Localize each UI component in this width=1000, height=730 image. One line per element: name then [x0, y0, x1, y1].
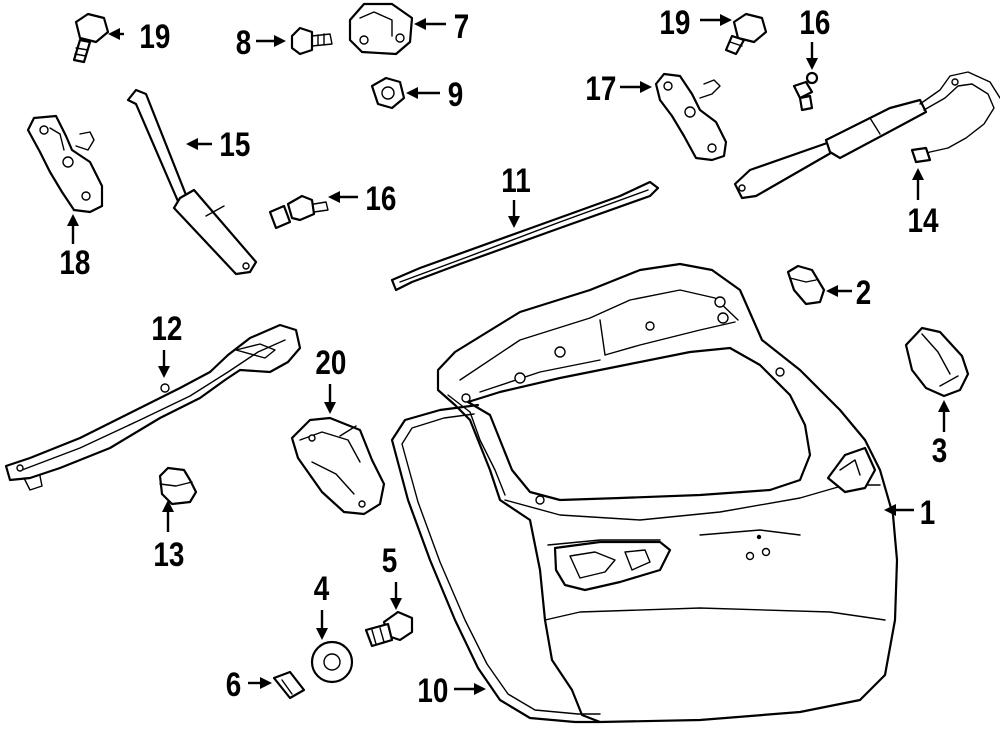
callouts: 19 8 7 9 15 16 18 19 16 17 14 11 2 3 12 20 1 13 5 4 6 10 — [59, 3, 950, 710]
callout-label: 12 — [151, 309, 182, 347]
callout-label: 19 — [659, 3, 690, 41]
part-19-screw-right[interactable] — [724, 12, 768, 56]
part-16-stud-left[interactable] — [268, 194, 329, 230]
part-7-bracket[interactable] — [348, 2, 414, 56]
callout-arrowhead — [508, 216, 520, 228]
callout-arrowhead — [108, 28, 120, 40]
callout-label: 2 — [856, 273, 872, 311]
callout-8: 8 — [236, 23, 286, 62]
callout-label: 13 — [153, 535, 184, 573]
callout-arrowhead — [912, 168, 924, 180]
callout-7: 7 — [414, 7, 470, 46]
callout-14: 14 — [907, 168, 939, 240]
part-16-stud-right[interactable] — [792, 71, 819, 112]
callout-arrowhead — [414, 18, 426, 30]
callout-arrowhead — [406, 87, 418, 99]
callout-arrowhead — [67, 214, 79, 226]
callout-arrowhead — [260, 677, 272, 689]
callout-label: 9 — [448, 75, 464, 113]
callout-10: 10 — [417, 671, 486, 710]
callout-4: 4 — [314, 569, 330, 640]
callout-arrowhead — [274, 35, 286, 47]
part-3-sensor[interactable] — [904, 326, 970, 398]
callout-arrowhead — [826, 285, 838, 297]
part-9-nut[interactable] — [370, 76, 406, 110]
part-12-bracket[interactable] — [4, 323, 302, 491]
callout-11: 11 — [501, 161, 531, 228]
part-13-bumper[interactable] — [158, 466, 198, 506]
callout-label: 19 — [139, 17, 170, 55]
callout-12: 12 — [151, 309, 182, 378]
callout-label: 14 — [907, 201, 939, 239]
callout-arrowhead — [806, 58, 818, 70]
part-1-liftgate[interactable] — [436, 262, 899, 724]
part-2-switch[interactable] — [786, 264, 826, 306]
part-15-strut[interactable] — [126, 88, 258, 276]
callout-arrowhead — [884, 504, 896, 516]
callout-label: 7 — [454, 7, 470, 45]
callout-6: 6 — [226, 665, 272, 704]
callout-label: 18 — [59, 243, 90, 281]
callout-arrowhead — [474, 683, 486, 695]
part-8-bolt[interactable] — [290, 26, 333, 56]
part-14-power-strut[interactable] — [733, 71, 1000, 200]
callout-arrowhead — [324, 402, 336, 414]
callout-label: 6 — [226, 665, 242, 703]
callout-9: 9 — [406, 75, 464, 114]
callout-5: 5 — [382, 541, 402, 610]
callout-label: 3 — [932, 431, 948, 469]
callout-arrowhead — [390, 598, 402, 610]
callout-label: 16 — [799, 3, 830, 41]
callout-1: 1 — [884, 493, 936, 532]
callout-label: 4 — [314, 569, 330, 607]
part-5-bolt[interactable] — [364, 610, 414, 648]
callout-20: 20 — [315, 343, 346, 414]
callout-label: 8 — [236, 23, 252, 61]
callout-arrowhead — [640, 81, 652, 93]
callout-16: 16 — [799, 3, 830, 70]
part-19-screw-left[interactable] — [72, 12, 110, 64]
callout-arrowhead — [162, 500, 174, 512]
callout-3: 3 — [932, 400, 950, 470]
callout-arrowhead — [720, 14, 732, 26]
callout-arrowhead — [158, 366, 170, 378]
callout-arrowhead — [186, 138, 198, 150]
callout-label: 16 — [365, 179, 396, 217]
callout-16: 16 — [328, 179, 396, 218]
callout-label: 5 — [382, 541, 398, 579]
callout-label: 20 — [315, 343, 346, 381]
part-17-hinge[interactable] — [654, 72, 728, 162]
part-20-latch[interactable] — [290, 416, 386, 516]
callout-18: 18 — [59, 214, 90, 282]
part-4-washer[interactable] — [310, 640, 354, 684]
callout-19: 19 — [108, 17, 170, 56]
callout-label: 11 — [501, 161, 530, 199]
part-18-hinge[interactable] — [26, 114, 104, 214]
part-6-clip[interactable] — [272, 670, 306, 700]
callout-arrowhead — [316, 628, 328, 640]
callout-arrowhead — [938, 400, 950, 412]
callout-13: 13 — [153, 500, 184, 574]
callout-label: 17 — [585, 69, 616, 107]
part-11-strip[interactable] — [390, 180, 660, 292]
callout-label: 15 — [219, 125, 250, 163]
callout-15: 15 — [186, 125, 250, 164]
callout-17: 17 — [585, 69, 652, 108]
part-10-weatherstrip[interactable] — [390, 403, 602, 724]
callout-19: 19 — [659, 3, 732, 42]
callout-arrowhead — [328, 191, 340, 203]
callout-label: 1 — [920, 493, 936, 531]
callout-2: 2 — [826, 273, 872, 312]
callout-label: 10 — [417, 671, 448, 709]
